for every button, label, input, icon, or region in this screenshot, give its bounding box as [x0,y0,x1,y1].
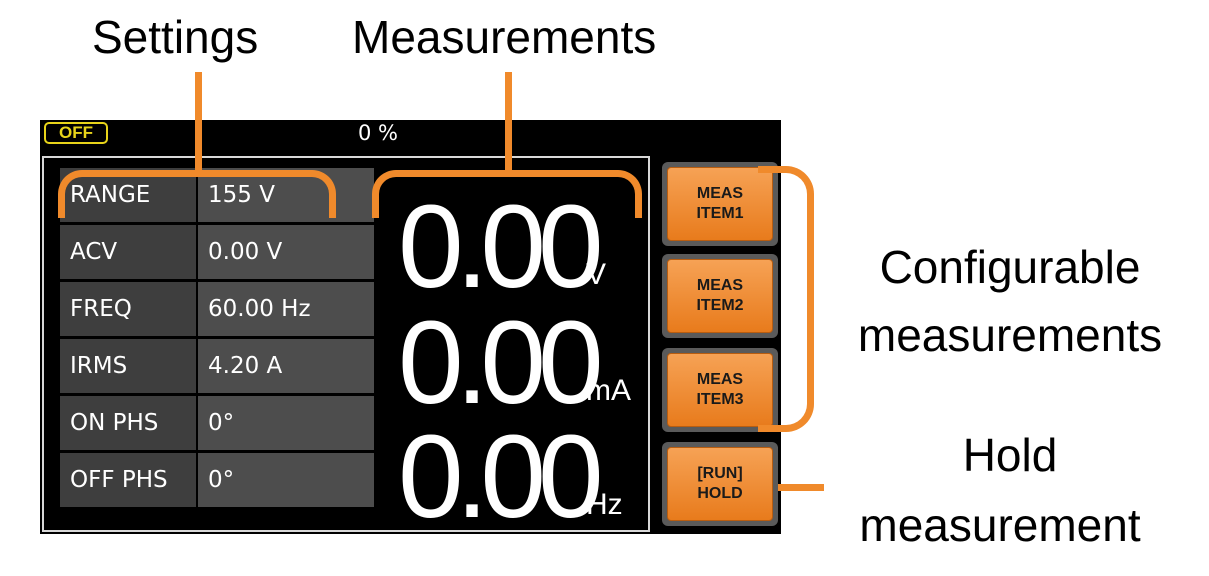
setting-label: ON PHS [60,396,196,450]
setting-label: RANGE [60,168,196,222]
softkey-face: MEAS ITEM1 [667,167,773,241]
measurement-unit: mA [586,374,631,407]
softkey-line1: MEAS [696,185,744,202]
setting-row-off-phs[interactable]: OFF PHS 0° [60,453,374,510]
hold-callout-line2: measurement [859,499,1141,551]
percent-indicator: 0 % [358,121,398,145]
softkey-line2: HOLD [697,485,743,502]
meas-item2-button[interactable]: MEAS ITEM2 [662,254,778,338]
softkey-face: [RUN] HOLD [667,447,773,521]
configurable-bracket [758,166,814,432]
softkey-line1: MEAS [696,371,744,388]
setting-value: 60.00 Hz [198,282,374,336]
setting-value: 0° [198,396,374,450]
measurement-value: 0.00 [398,181,604,313]
measurement-unit: V [586,258,607,291]
measurement-2: 0.00 mA [398,304,648,424]
status-bar: OFF 0 % [40,120,781,148]
hold-callout-line1: Hold [962,429,1058,481]
setting-value: 0.00 V [198,225,374,279]
measurement-1: 0.00 V [398,188,648,308]
measurement-3: 0.00 Hz [398,418,648,538]
setting-label: IRMS [60,339,196,393]
setting-value: 0° [198,453,374,507]
setting-value: 4.20 A [198,339,374,393]
hold-pointer-line [778,484,824,491]
setting-label: OFF PHS [60,453,196,507]
setting-row-on-phs[interactable]: ON PHS 0° [60,396,374,453]
setting-row-range[interactable]: RANGE 155 V [60,168,374,225]
measurements-callout: Measurements [352,11,657,63]
softkey-line1: MEAS [696,277,744,294]
setting-label: FREQ [60,282,196,336]
setting-label: ACV [60,225,196,279]
meas-item1-button[interactable]: MEAS ITEM1 [662,162,778,246]
device-screen: OFF 0 % RANGE 155 V ACV 0.00 V FREQ 60.0… [40,120,781,536]
measurement-value: 0.00 [398,411,604,543]
measurements-pointer-line [505,72,512,176]
softkey-line1: [RUN] [697,465,743,482]
settings-callout: Settings [92,11,259,63]
settings-bracket [58,170,336,218]
softkey-line2: ITEM2 [696,297,744,314]
run-hold-button[interactable]: [RUN] HOLD [662,442,778,526]
softkey-line2: ITEM1 [696,205,744,222]
softkey-line2: ITEM3 [696,391,744,408]
measurement-value: 0.00 [398,297,604,429]
setting-value: 155 V [198,168,374,222]
softkey-face: MEAS ITEM2 [667,259,773,333]
configurable-callout-line2: measurements [857,309,1163,361]
configurable-callout-line1: Configurable [879,241,1141,293]
settings-pointer-line [195,72,202,176]
measurement-unit: Hz [586,488,623,521]
setting-row-irms[interactable]: IRMS 4.20 A [60,339,374,396]
setting-row-freq[interactable]: FREQ 60.00 Hz [60,282,374,339]
settings-panel: RANGE 155 V ACV 0.00 V FREQ 60.00 Hz IRM… [60,168,374,508]
output-off-badge: OFF [44,122,108,144]
setting-row-acv[interactable]: ACV 0.00 V [60,225,374,282]
softkey-face: MEAS ITEM3 [667,353,773,427]
measurements-bracket [372,170,642,218]
